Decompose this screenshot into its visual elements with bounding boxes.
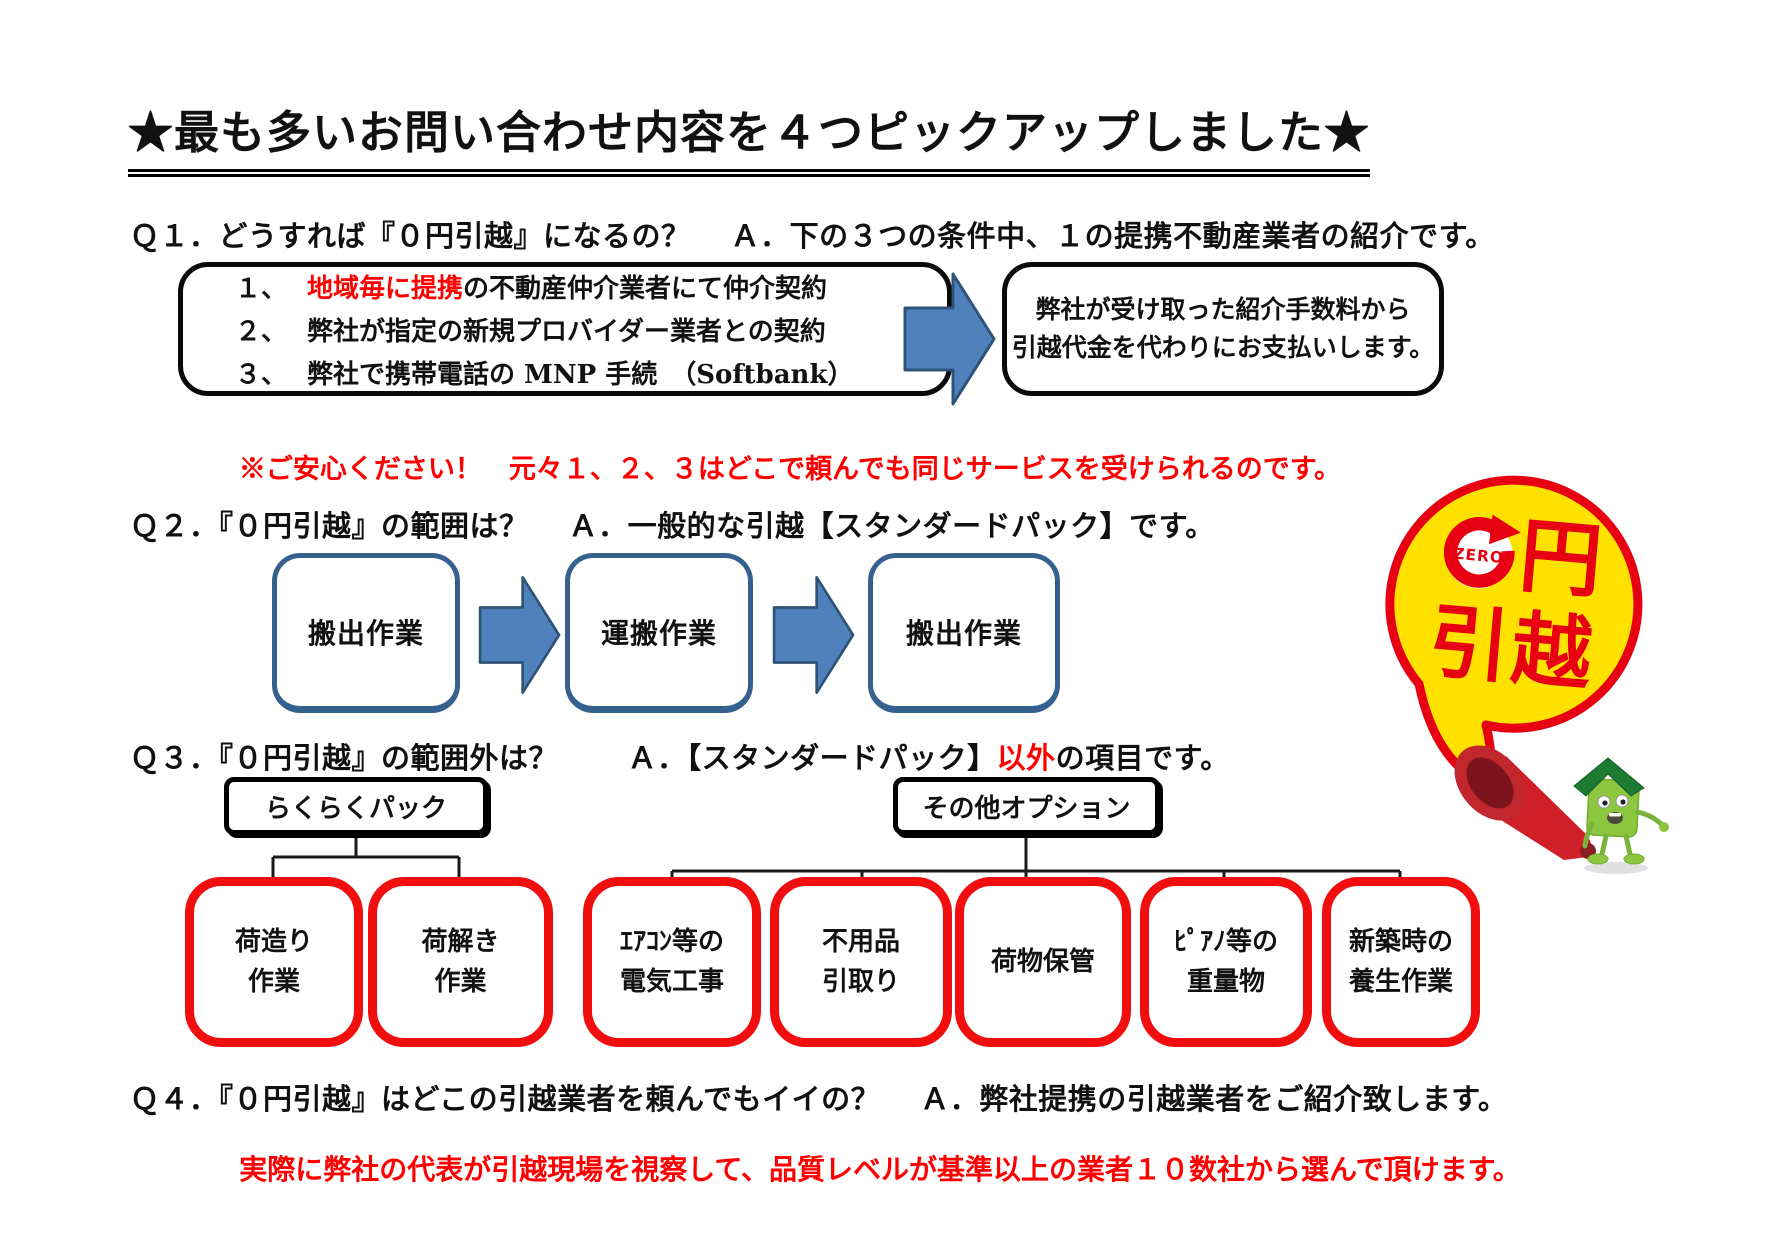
option-line: 荷解き: [421, 927, 500, 957]
option-box-packing: 荷造り 作業: [185, 877, 363, 1047]
option-line: ｴｱｺﾝ等の: [619, 927, 724, 957]
option-box-storage: 荷物保管: [955, 877, 1131, 1047]
zero-label: ZERO: [1453, 545, 1505, 567]
condition-item-1: １、 地域毎に提携の不動産仲介業者にて仲介契約: [235, 268, 947, 305]
condition-text-rest: の不動産仲介業者にて仲介契約: [463, 273, 828, 304]
condition-number: ２、: [235, 316, 288, 347]
bubble-row-zero-yen: ZERO 円: [1404, 499, 1636, 614]
bubble-text: ZERO 円 引越: [1396, 499, 1635, 702]
condition-number: ３、: [235, 359, 288, 390]
option-line: 作業: [247, 967, 300, 997]
flow-step-1: 搬出作業: [272, 553, 460, 713]
q3-line: Ｑ３．『０円引越』の範囲外は？ Ａ．【スタンダードパック】以外の項目です。: [130, 735, 1230, 777]
flow-step-2: 運搬作業: [565, 553, 753, 713]
condition-text: 弊社で携帯電話の MNP 手続 （Softbank）: [307, 359, 854, 390]
option-line: 作業: [434, 967, 487, 997]
group-label-other-options: その他オプション: [893, 777, 1160, 835]
bubble-hikkoshi-word: 引越: [1425, 594, 1599, 702]
condition-text: 弊社が指定の新規プロバイダー業者との契約: [307, 316, 826, 347]
flow-arrow-icon: [903, 272, 996, 406]
group-label-rakuraku-pack: らくらくパック: [224, 777, 488, 835]
condition-item-2: ２、 弊社が指定の新規プロバイダー業者との契約: [235, 311, 947, 348]
option-line: 引取り: [821, 967, 900, 997]
flow-arrow-icon: [478, 575, 561, 695]
option-line: 荷造り: [234, 927, 313, 957]
flow-arrow-icon: [772, 575, 855, 695]
option-line: 重量物: [1186, 967, 1265, 997]
house-mascot-character: [1573, 757, 1669, 874]
page-title: ★最も多いお問い合わせ内容を４つピックアップしました★: [128, 96, 1371, 177]
condition-item-3: ３、 弊社で携帯電話の MNP 手続 （Softbank）: [235, 354, 947, 391]
condition-text: 地域毎に提携の不動産仲介業者にて仲介契約: [307, 268, 827, 305]
option-line: 不用品: [821, 927, 900, 957]
q3-line-before: Ｑ３．『０円引越』の範囲外は？ Ａ．【スタンダードパック】: [130, 741, 997, 775]
option-line: ﾋﾟｱﾉ等の: [1173, 927, 1278, 957]
condition-number: １、: [235, 273, 288, 304]
flow-step-3: 搬出作業: [868, 553, 1060, 713]
condition-text-red: 地域毎に提携: [307, 273, 464, 304]
zero-circle-arrow-icon: ZERO: [1443, 514, 1521, 589]
option-line: 新築時の: [1348, 927, 1453, 957]
q4-quality-note: 実際に弊社の代表が引越現場を視察して、品質レベルが基準以上の業者１０数社から選ん…: [239, 1153, 1521, 1186]
q3-line-red: 以外: [996, 741, 1056, 775]
option-box-aircon-electric: ｴｱｺﾝ等の 電気工事: [583, 877, 761, 1047]
result-line-1: 弊社が受け取った紹介手数料から: [1035, 295, 1411, 324]
q1-conditions-box: １、 地域毎に提携の不動産仲介業者にて仲介契約 ２、 弊社が指定の新規プロバイダ…: [178, 262, 952, 396]
zero-yen-speech-bubble: ZERO 円 引越: [1378, 468, 1718, 898]
option-box-new-house-protection: 新築時の 養生作業: [1322, 877, 1480, 1047]
option-box-disposal: 不用品 引取り: [770, 877, 952, 1047]
q2-line: Ｑ２．『０円引越』の範囲は？ Ａ．一般的な引越【スタンダードパック】です。: [130, 509, 1215, 543]
q1-result-box: 弊社が受け取った紹介手数料から 引越代金を代わりにお支払いします。: [1002, 262, 1444, 396]
option-line: 電気工事: [619, 967, 724, 997]
option-line: 荷物保管: [990, 947, 1095, 977]
megaphone-icon: [1454, 745, 1596, 860]
q1-line: Ｑ１．どうすれば『０円引越』になるの？ Ａ．下の３つの条件中、１の提携不動産業者…: [130, 219, 1495, 253]
q1-reassurance-note: ※ご安心ください！ 元々１、２、３はどこで頼んでも同じサービスを受けられるのです…: [238, 454, 1342, 485]
option-line: 養生作業: [1348, 967, 1453, 997]
bubble-yen-char: 円: [1515, 508, 1606, 611]
option-box-piano-heavy: ﾋﾟｱﾉ等の 重量物: [1140, 877, 1312, 1047]
result-line-2: 引越代金を代わりにお支払いします。: [1011, 333, 1435, 362]
q4-line: Ｑ４．『０円引越』はどこの引越業者を頼んでもイイの？ Ａ．弊社提携の引越業者をご…: [130, 1082, 1508, 1116]
option-box-unpacking: 荷解き 作業: [368, 877, 553, 1047]
q3-line-after: の項目です。: [1055, 741, 1230, 775]
